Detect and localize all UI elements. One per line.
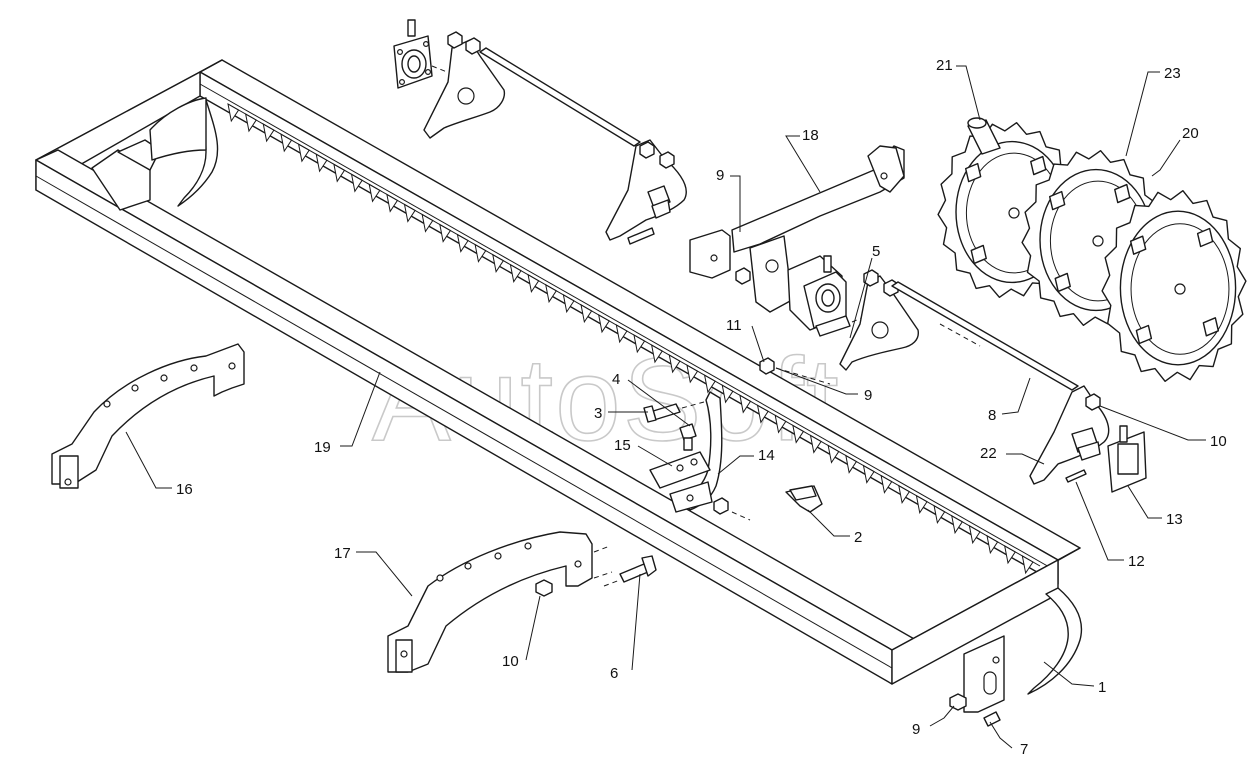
wheel-spoke-lug	[964, 162, 982, 183]
callout-1: 1	[1098, 679, 1106, 696]
callout-8: 8	[988, 407, 996, 424]
wheel-spoke-lug	[1196, 227, 1214, 248]
bearing-assembly-5	[787, 255, 867, 337]
end-bracket-right	[949, 635, 1005, 727]
bolt-6	[603, 555, 657, 587]
mounting-bracket-16	[51, 343, 245, 489]
wheel-hub	[1092, 235, 1104, 247]
wheel-spoke-lug	[1129, 235, 1147, 255]
shaft-right	[891, 281, 1079, 391]
side-plate-22	[1029, 385, 1110, 485]
callout-7: 7	[1020, 741, 1028, 758]
bolt-3	[643, 401, 705, 423]
comb-edge	[227, 103, 1041, 567]
callout-22: 22	[980, 445, 997, 462]
callout-9-mid: 9	[864, 387, 872, 404]
shaft-upper	[479, 47, 641, 147]
spring-tine-right	[1027, 587, 1082, 695]
spacer-tube-21	[967, 117, 1001, 155]
callout-4: 4	[612, 371, 620, 388]
wheel-spoke-lug	[1135, 324, 1153, 345]
callout-14: 14	[758, 447, 775, 464]
shovel-insert-2	[785, 485, 823, 513]
wheel-spoke-lug	[1030, 155, 1047, 176]
side-plate-upper	[423, 31, 506, 139]
callout-12: 12	[1128, 553, 1145, 570]
wheel-hub	[1174, 283, 1186, 295]
callout-16: 16	[176, 481, 193, 498]
callout-15: 15	[614, 437, 631, 454]
callout-5: 5	[872, 243, 880, 260]
wheel-spoke-lug	[1054, 272, 1071, 293]
wheel-spoke-lug	[1202, 317, 1220, 337]
wheel-spoke-lug	[1114, 183, 1131, 204]
callout-19: 19	[314, 439, 331, 456]
callout-11: 11	[726, 317, 742, 334]
callout-17: 17	[334, 545, 351, 562]
bolt-4	[679, 423, 697, 451]
main-frame	[35, 59, 1081, 685]
callout-23: 23	[1164, 65, 1181, 82]
callout-9-bottom: 9	[912, 721, 920, 738]
callout-20: 20	[1182, 125, 1199, 142]
callout-10-bottom: 10	[502, 653, 519, 670]
callout-21: 21	[936, 57, 953, 74]
mounting-bracket-17	[387, 531, 613, 673]
toothed-comb-bar	[227, 103, 1041, 575]
wheel-hub	[1008, 207, 1020, 219]
callout-6: 6	[610, 665, 618, 682]
spring-tine-left	[149, 97, 219, 207]
bearing-flange-13	[1107, 425, 1147, 493]
callout-9-top: 9	[716, 167, 724, 184]
callout-10-right: 10	[1210, 433, 1227, 450]
wheel-spoke-lug	[970, 244, 987, 265]
callout-18: 18	[802, 127, 819, 144]
pin-12	[1065, 469, 1087, 483]
bearing-flange-upper	[393, 19, 453, 89]
support-arm-18	[689, 145, 905, 313]
callout-leaders	[125, 65, 1206, 749]
callout-3: 3	[594, 405, 602, 422]
side-plate-upper-right	[605, 139, 687, 245]
wheel-inner-ring	[1130, 223, 1230, 355]
packer-wheel-3	[1101, 189, 1247, 382]
callout-2: 2	[854, 529, 862, 546]
wear-plate-15	[649, 451, 711, 489]
side-plate-right	[839, 269, 919, 371]
tine-clamp-14	[669, 391, 751, 521]
callout-13: 13	[1166, 511, 1183, 528]
wheel-spoke-lug	[1048, 190, 1066, 211]
